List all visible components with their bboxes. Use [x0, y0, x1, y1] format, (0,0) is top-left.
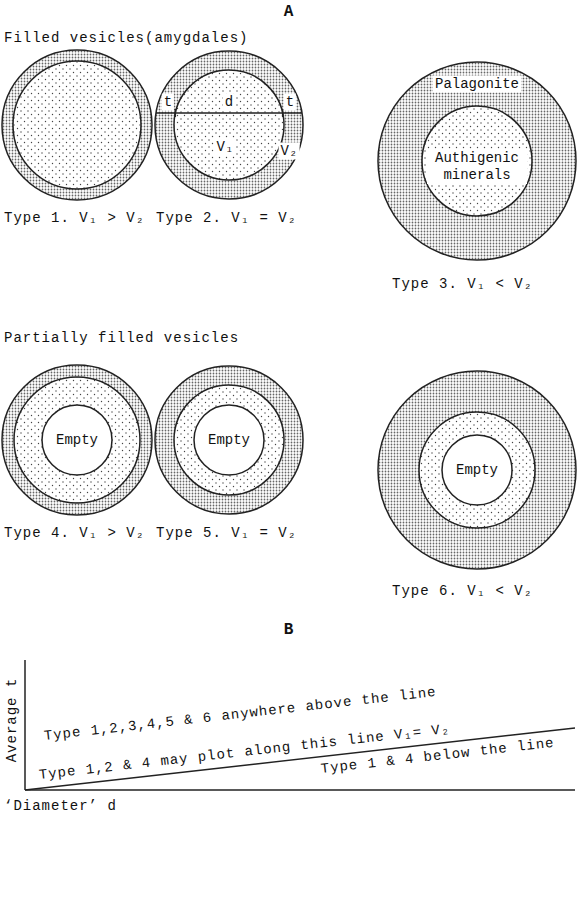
vesicle-circle: Type 5. V₁ = V₂Empty [155, 366, 303, 514]
vesicle-ring [422, 106, 532, 216]
vesicle-circle: Type 3. V₁ < V₂PalagoniteAuthigenic mine… [378, 62, 576, 260]
section-heading: Filled vesicles(amygdales) [4, 30, 248, 47]
vesicle-ring [155, 366, 303, 514]
type-caption: Type 4. V₁ > V₂ [4, 525, 145, 542]
region-label: Palagonite [433, 76, 521, 93]
vesicle-circle: Type 2. V₁ = V₂tdtV₁V₂ [155, 51, 303, 199]
vesicle-ring [174, 385, 284, 495]
region-label: Authigenic minerals [427, 150, 527, 184]
type-caption: Type 2. V₁ = V₂ [156, 210, 297, 227]
axis-title: ‘Diameter’ d [4, 798, 117, 815]
vesicle-circle: Type 6. V₁ < V₂Empty [378, 371, 576, 569]
y-axis [24, 660, 26, 790]
vesicle-ring [174, 70, 284, 180]
region-label: Empty [454, 462, 500, 479]
vesicle-ring [14, 377, 140, 503]
vesicle-ring [194, 405, 264, 475]
section-heading: Partially filled vesicles [4, 330, 239, 347]
type-caption: Type 6. V₁ < V₂ [392, 583, 533, 600]
axis-title: Average t [4, 678, 21, 763]
region-label: V₁ [215, 139, 236, 156]
panel-letter: A [284, 4, 295, 21]
vesicle-outline [155, 51, 303, 199]
tick-mark [175, 109, 177, 117]
vesicle-circle: Type 4. V₁ > V₂Empty [2, 365, 152, 515]
vesicle-outline [2, 50, 152, 200]
vesicle-ring [13, 61, 141, 189]
x-axis [25, 789, 575, 791]
region-label: t [162, 94, 174, 111]
type-caption: Type 1. V₁ > V₂ [4, 210, 145, 227]
vesicle-circle: Type 1. V₁ > V₂ [2, 50, 152, 200]
vesicle-ring [2, 365, 152, 515]
vesicle-ring [378, 62, 576, 260]
region-label: Empty [54, 432, 100, 449]
region-label: t [284, 94, 296, 111]
vesicle-ring [2, 50, 152, 200]
vesicle-ring [378, 371, 576, 569]
vesicle-ring [442, 435, 512, 505]
diameter-line [156, 112, 302, 113]
region-label: d [223, 94, 235, 111]
vesicle-ring [42, 405, 112, 475]
vesicle-ring [155, 51, 303, 199]
region-label: V₂ [279, 143, 300, 160]
type-caption: Type 3. V₁ < V₂ [392, 276, 533, 293]
vesicle-ring [419, 412, 535, 528]
region-label: Empty [206, 432, 252, 449]
type-caption: Type 5. V₁ = V₂ [156, 525, 297, 542]
panel-letter: B [284, 622, 295, 639]
